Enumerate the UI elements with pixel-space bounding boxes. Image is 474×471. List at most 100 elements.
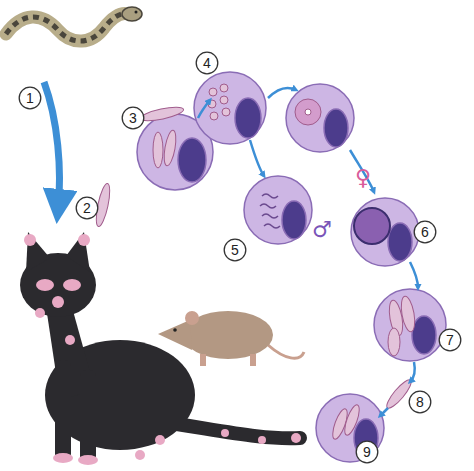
callout-ring xyxy=(19,87,41,109)
host-cells xyxy=(137,72,446,462)
cycle-arrow xyxy=(380,408,388,416)
infected-cell xyxy=(286,84,354,152)
zoite xyxy=(342,403,362,436)
macrogamont-nucleus xyxy=(305,109,311,115)
callout-ring xyxy=(224,239,246,261)
sex-symbol: ♀ xyxy=(355,167,371,189)
callout-circle: 7 xyxy=(438,328,462,352)
infected-cell xyxy=(194,72,266,144)
oocyst xyxy=(354,208,390,244)
lesion xyxy=(24,234,36,246)
infected-cell xyxy=(351,198,419,266)
lesion xyxy=(155,435,165,445)
callout-circle: 2 xyxy=(75,196,99,220)
lesion xyxy=(36,279,54,291)
meront-nucleus xyxy=(222,108,230,116)
parasite-stages xyxy=(94,84,417,441)
meront-nucleus xyxy=(220,96,228,104)
lesion xyxy=(78,234,90,246)
lesion xyxy=(221,429,229,437)
lesion xyxy=(52,296,64,308)
snake xyxy=(6,7,142,41)
skin-lesions xyxy=(24,234,301,465)
callout-ring xyxy=(414,221,436,243)
callout-number: 6 xyxy=(421,225,429,239)
rat-tail xyxy=(268,345,304,358)
callout-number: 2 xyxy=(83,201,91,215)
cell-nucleus xyxy=(235,98,261,138)
callout-circle: 5 xyxy=(223,238,247,262)
rat-ear xyxy=(185,311,199,325)
rat xyxy=(158,311,304,366)
cat-leg xyxy=(55,360,71,460)
cycle-arrow xyxy=(268,88,296,98)
rat-leg xyxy=(250,354,256,366)
callout-circle: 3 xyxy=(121,106,145,130)
rat-head xyxy=(158,320,192,350)
cat-leg xyxy=(80,370,96,462)
sporocyst xyxy=(388,328,400,356)
callout-number: 3 xyxy=(129,111,137,125)
cycle-arrow xyxy=(250,140,264,176)
rat-eye xyxy=(173,328,177,332)
callout-circle: 4 xyxy=(195,51,219,75)
cell-nucleus xyxy=(388,223,412,261)
lesion xyxy=(291,433,301,443)
snake-body xyxy=(6,14,128,41)
infected-cell xyxy=(316,394,384,462)
callout-circle: 9 xyxy=(355,440,379,464)
transmission-arrow xyxy=(44,82,59,210)
callout-ring xyxy=(356,441,378,463)
lesion xyxy=(78,455,98,465)
callout-number: 7 xyxy=(446,333,454,347)
snake-pattern xyxy=(6,14,128,41)
cycle-arrow xyxy=(350,150,374,192)
cat-ear xyxy=(66,232,90,272)
infected-cell xyxy=(374,289,446,361)
callout-ring xyxy=(409,391,431,413)
merozoite xyxy=(139,105,184,124)
microgametes xyxy=(260,194,280,228)
sex-symbol: ♂ xyxy=(312,219,332,241)
snake-eye xyxy=(135,11,138,14)
meront-nucleus xyxy=(220,84,228,92)
callout-ring xyxy=(439,329,461,351)
cycle-arrow xyxy=(410,262,418,288)
cell-nucleus xyxy=(412,316,436,354)
lesion xyxy=(135,450,145,460)
rat-body xyxy=(183,311,273,359)
rat-leg xyxy=(200,354,206,366)
callout-circle: 8 xyxy=(408,390,432,414)
callout-circle: 6 xyxy=(413,220,437,244)
cell-nucleus xyxy=(324,109,348,147)
meront-nucleus xyxy=(209,88,217,96)
cell-nucleus xyxy=(282,201,306,239)
lesion xyxy=(53,453,73,463)
lesion xyxy=(258,436,266,444)
zoite xyxy=(162,129,178,166)
callout-number: 4 xyxy=(203,56,211,70)
callout-ring xyxy=(196,52,218,74)
macrogamont xyxy=(295,99,321,125)
callout-number: 8 xyxy=(416,395,424,409)
cycle-arrow xyxy=(410,362,415,382)
snake-head xyxy=(122,7,142,21)
callout-number: 1 xyxy=(26,91,34,105)
cell-nucleus xyxy=(178,138,206,182)
callout-ring xyxy=(76,197,98,219)
callout-number: 9 xyxy=(363,445,371,459)
sporocyst xyxy=(399,295,417,333)
callout-circle: 1 xyxy=(18,86,42,110)
meront-nucleus xyxy=(210,112,218,120)
cycle-arrow xyxy=(198,100,210,118)
zoite xyxy=(153,132,163,168)
cycle-arrows xyxy=(198,88,418,416)
lesion xyxy=(63,279,81,291)
infected-cell xyxy=(244,176,312,244)
cat xyxy=(20,232,301,465)
callout-ring xyxy=(122,107,144,129)
lesion xyxy=(35,308,45,318)
lesion xyxy=(65,335,75,345)
